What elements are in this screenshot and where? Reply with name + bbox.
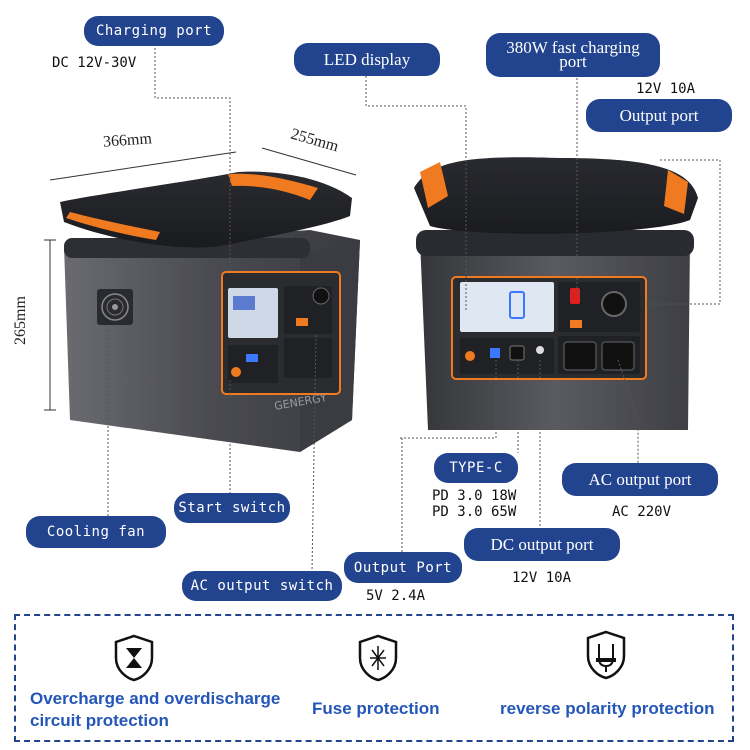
- output-port-bottom-spec: 5V 2.4A: [366, 588, 426, 604]
- dc-output-port-label: DC output port: [490, 534, 594, 554]
- ac-output-port-callout: AC output port: [562, 463, 718, 496]
- type-c-callout: TYPE-C: [434, 453, 518, 483]
- product-illustration: GENERGY: [44, 48, 721, 572]
- cooling-fan-label: Cooling fan: [46, 524, 146, 540]
- type-c-spec-2: PD 3.0 65W: [432, 504, 517, 520]
- output-port-top-label: Output port: [619, 105, 699, 125]
- fast-charging-port-callout: 380W fast charging port: [486, 33, 660, 77]
- ac-output-port-spec: AC 220V: [612, 504, 672, 520]
- dc-output-port-spec: 12V 10A: [512, 570, 572, 586]
- start-switch-callout: Start switch: [174, 493, 290, 523]
- right-unit: [414, 157, 698, 430]
- protection-fuse-label: Fuse protection: [312, 699, 440, 718]
- output-port-top-spec: 12V 10A: [636, 81, 696, 97]
- fast-charging-port-label: 380W fast charging port: [506, 38, 640, 71]
- cooling-fan-callout: Cooling fan: [26, 516, 166, 548]
- type-c-spec-1: PD 3.0 18W: [432, 488, 517, 504]
- start-switch-label: Start switch: [178, 500, 286, 516]
- protection-section: [14, 614, 734, 742]
- charging-port-label: Charging port: [95, 23, 213, 39]
- output-port-bottom-callout: Output Port: [344, 552, 462, 583]
- protection-overcharge-label: Overcharge and overdischarge circuit pro…: [30, 689, 281, 730]
- output-port-bottom-label: Output Port: [353, 559, 453, 576]
- cooling-fan-icon: [97, 289, 133, 325]
- shield-hourglass-icon: [114, 634, 154, 682]
- dc-output-port-callout: DC output port: [464, 528, 620, 561]
- type-c-label: TYPE-C: [449, 460, 503, 476]
- ac-output-switch-label: AC output switch: [190, 578, 334, 594]
- led-display-label: LED display: [323, 49, 411, 69]
- charging-port-callout: Charging port: [84, 16, 224, 46]
- left-unit: GENERGY: [60, 171, 360, 452]
- protection-reverse-polarity-label: reverse polarity protection: [500, 699, 715, 718]
- ac-output-port-label: AC output port: [588, 469, 692, 489]
- led-display-callout: LED display: [294, 43, 440, 76]
- shield-plug-icon: [586, 630, 626, 680]
- output-port-top-callout: Output port: [586, 99, 732, 132]
- shield-fuse-icon: [358, 634, 398, 682]
- charging-port-spec: DC 12V-30V: [52, 55, 137, 71]
- ac-output-switch-callout: AC output switch: [182, 571, 342, 601]
